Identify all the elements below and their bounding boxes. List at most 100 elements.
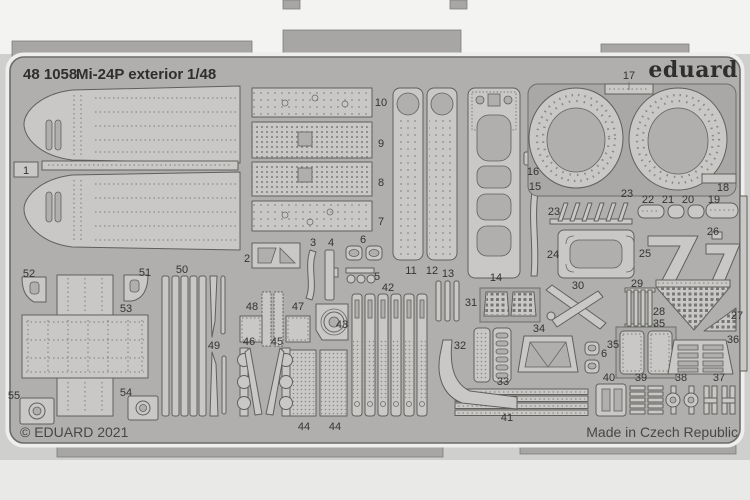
part-label-40: 40 — [603, 372, 615, 384]
part-label-48: 48 — [246, 301, 258, 313]
part-label-34: 34 — [533, 323, 545, 335]
part-label-28: 28 — [653, 306, 665, 318]
kit-title: Mi-24P exterior — [76, 66, 183, 83]
eduard-logo: eduard — [648, 57, 738, 83]
part-label-8: 8 — [378, 177, 384, 189]
part-44-grids — [287, 349, 348, 417]
part-label-3: 3 — [310, 237, 316, 249]
part-label-20: 20 — [682, 194, 694, 206]
part-label-23: 23 — [621, 188, 633, 200]
part-label-23: 23 — [548, 206, 560, 218]
sheet-footer: © EDUARD 2021 Made in Czech Republic — [20, 424, 738, 440]
part-43-grommet-plate — [315, 303, 349, 341]
part-label-24: 24 — [547, 249, 559, 261]
parts-35-36 — [584, 326, 734, 379]
part-31-mesh-pair — [479, 287, 541, 323]
part-32-curved-blade — [438, 339, 518, 410]
part-14-ladder — [467, 87, 521, 279]
part-17-intake-rings — [527, 82, 737, 197]
part-label-33: 33 — [497, 376, 509, 388]
made-in-text: Made in Czech Republic — [586, 424, 738, 440]
part-label-19: 19 — [708, 194, 720, 206]
part-label-42: 42 — [382, 282, 394, 294]
frame-tab-mark — [282, 0, 301, 10]
part-label-27: 27 — [731, 310, 743, 322]
part-label-15: 15 — [529, 181, 541, 193]
part-42-strips — [351, 293, 428, 417]
part-label-39: 39 — [635, 372, 647, 384]
right-rail-strip — [739, 195, 748, 372]
parts-37-40-row — [595, 383, 736, 417]
parts-45-46-blades — [237, 347, 293, 417]
part-label-52: 52 — [23, 268, 35, 280]
part-label-10: 10 — [375, 97, 387, 109]
part-30-brace — [545, 284, 607, 330]
part-label-53: 53 — [120, 303, 132, 315]
part-label-46: 46 — [243, 336, 255, 348]
parts-2-6-small — [251, 242, 383, 301]
part-label-32: 32 — [454, 340, 466, 352]
part-label-30: 30 — [572, 280, 584, 292]
part-label-35: 35 — [653, 318, 665, 330]
part-label-2: 2 — [244, 253, 250, 265]
sheet-header: 48 1058 Mi-24P exterior 1/48 eduard — [23, 57, 738, 83]
part-label-36: 36 — [727, 334, 739, 346]
part-label-47: 47 — [292, 301, 304, 313]
part-label-37: 37 — [713, 372, 725, 384]
part-label-14: 14 — [490, 272, 502, 284]
part-label-16: 16 — [527, 166, 539, 178]
parts-7-10-panels — [251, 87, 373, 232]
part-label-31: 31 — [465, 297, 477, 309]
part-label-22: 22 — [642, 194, 654, 206]
part-1-wing-panels — [13, 85, 241, 251]
frame-tab-mark — [449, 0, 468, 10]
part-label-35: 35 — [607, 339, 619, 351]
part-label-5: 5 — [374, 271, 380, 283]
part-34-trapezoid — [517, 335, 579, 373]
part-label-55: 55 — [8, 390, 20, 402]
part-53-cross-panel — [21, 274, 149, 417]
parts-19-23-row — [549, 202, 739, 225]
bottom-margin — [0, 460, 750, 500]
part-label-11: 11 — [405, 265, 416, 277]
part-label-51: 51 — [139, 267, 151, 279]
part-49-blades — [209, 275, 227, 417]
part-label-12: 12 — [426, 265, 438, 277]
parts-51-52-54-55-corners — [19, 274, 159, 425]
parts-47-48-assembly — [239, 291, 311, 347]
parts-11-13-strips — [392, 87, 460, 322]
catalog-number: 48 1058 — [23, 66, 77, 83]
part-label-45: 45 — [271, 336, 283, 348]
part-label-41: 41 — [501, 412, 513, 424]
part-label-54: 54 — [120, 387, 132, 399]
part-label-38: 38 — [675, 372, 687, 384]
part-label-43: 43 — [336, 319, 348, 331]
part-label-29: 29 — [631, 278, 643, 290]
copyright-text: © EDUARD 2021 — [20, 424, 129, 440]
part-24-frame — [557, 229, 635, 279]
part-41-strips — [454, 388, 589, 416]
part-label-26: 26 — [707, 226, 719, 238]
parts-27-28-mesh — [655, 279, 737, 332]
part-18 — [701, 173, 737, 184]
part-label-17: 17 — [623, 70, 635, 82]
part-label-25: 25 — [639, 248, 651, 260]
part-label-13: 13 — [442, 268, 454, 280]
part-label-7: 7 — [378, 216, 384, 228]
part-1-label-tab — [13, 161, 39, 178]
part-label-4: 4 — [328, 237, 334, 249]
part-label-6: 6 — [601, 348, 607, 360]
part-33-ladders — [473, 327, 512, 383]
part-label-44: 44 — [298, 421, 310, 433]
part-label-18: 18 — [717, 182, 729, 194]
part-label-49: 49 — [208, 340, 220, 352]
part-label-21: 21 — [662, 194, 674, 206]
part-50-strips — [161, 275, 207, 417]
part-label-9: 9 — [378, 138, 384, 150]
part-label-44: 44 — [329, 421, 341, 433]
kit-scale: 1/48 — [187, 66, 216, 83]
part-29-strips — [624, 287, 656, 329]
part-label-50: 50 — [176, 264, 188, 276]
